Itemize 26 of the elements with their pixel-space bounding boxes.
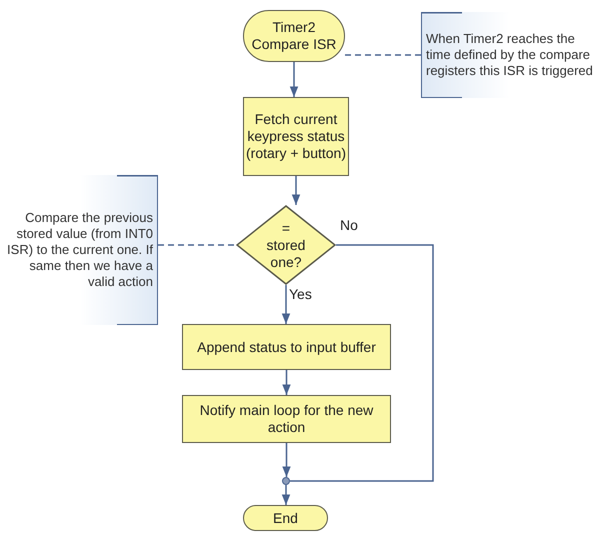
process-box xyxy=(182,395,391,443)
arrow xyxy=(290,62,298,97)
box-text: Append status to input buffer xyxy=(196,338,377,356)
process-box xyxy=(182,324,391,370)
box-text: Fetch current keypress status (rotary + button) xyxy=(245,111,347,162)
arrow xyxy=(282,285,290,324)
junction-dot xyxy=(282,477,290,485)
connector-line xyxy=(290,244,434,482)
decision-diamond xyxy=(236,205,336,285)
terminator-shape xyxy=(243,505,328,531)
note-text: When Timer2 reaches the time defined by the compare registers this ISR is triggered xyxy=(425,31,594,79)
comment-connector xyxy=(158,244,236,246)
arrow xyxy=(292,176,300,205)
comment-connector xyxy=(342,54,421,56)
box-text: Timer2 Compare ISR xyxy=(250,19,338,53)
arrow xyxy=(282,485,290,505)
decision-text: = stored one? xyxy=(266,220,306,270)
process-box xyxy=(243,97,349,176)
arrow xyxy=(282,370,291,395)
box-text: End xyxy=(272,510,299,526)
edge-label: No xyxy=(338,217,360,233)
box-text: Notify main loop for the new action xyxy=(198,402,374,436)
arrow xyxy=(282,443,291,477)
edge-label: Yes xyxy=(287,286,314,302)
note-text: Compare the previous stored value (from INT0 ISR) to the current one. If same then we have a valid action xyxy=(6,210,154,290)
terminator-shape xyxy=(243,10,345,62)
